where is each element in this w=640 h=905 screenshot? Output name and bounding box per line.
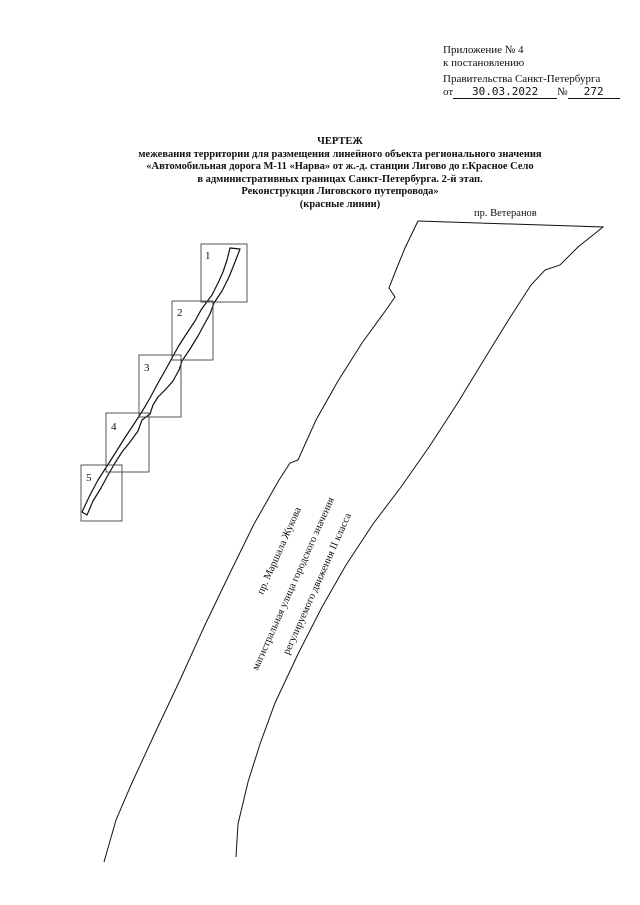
appendix-block: Приложение № 4 к постановлению Правитель… xyxy=(443,44,633,99)
street-label-veteranov: пр. Ветеранов xyxy=(474,208,537,219)
appendix-line-1: Приложение № 4 xyxy=(443,44,524,56)
number-prefix: № xyxy=(557,86,568,98)
sheet-frame-3 xyxy=(138,354,182,418)
title-line-3: в административных границах Санкт-Петерб… xyxy=(197,173,483,185)
sheet-number-4: 4 xyxy=(111,421,117,433)
date-prefix: от xyxy=(443,86,454,98)
sheet-frame-1 xyxy=(200,243,248,303)
sheet-frame-5 xyxy=(80,464,123,522)
road-right-boundary xyxy=(235,220,605,858)
title-line-5: (красные линии) xyxy=(299,198,381,210)
sheet-number-5: 5 xyxy=(86,472,92,484)
overpass-strip xyxy=(81,247,241,516)
title-line-2: «Автомобильная дорога М-11 «Нарва» от ж.… xyxy=(146,161,534,172)
sheet-number-2: 2 xyxy=(177,307,183,319)
sheet-number-3: 3 xyxy=(144,362,150,374)
appendix-line-2: к постановлению xyxy=(443,57,525,69)
sheet-number-1: 1 xyxy=(205,250,211,262)
title-line-4: Реконструкция Лиговского путепровода» xyxy=(241,186,439,197)
number-value: 272 xyxy=(567,86,620,99)
road-left-boundary xyxy=(103,220,419,863)
sheet-frame-4 xyxy=(105,412,150,473)
drawing-title: ЧЕРТЕЖ межевания территории для размещен… xyxy=(100,136,580,211)
appendix-line-3: Правительства Санкт-Петербурга xyxy=(443,73,601,85)
sheet-frame-2 xyxy=(171,300,214,361)
title-line-1: межевания территории для размещения лине… xyxy=(138,148,542,160)
title-heading: ЧЕРТЕЖ xyxy=(317,136,363,147)
date-value: 30.03.2022 xyxy=(453,86,558,99)
